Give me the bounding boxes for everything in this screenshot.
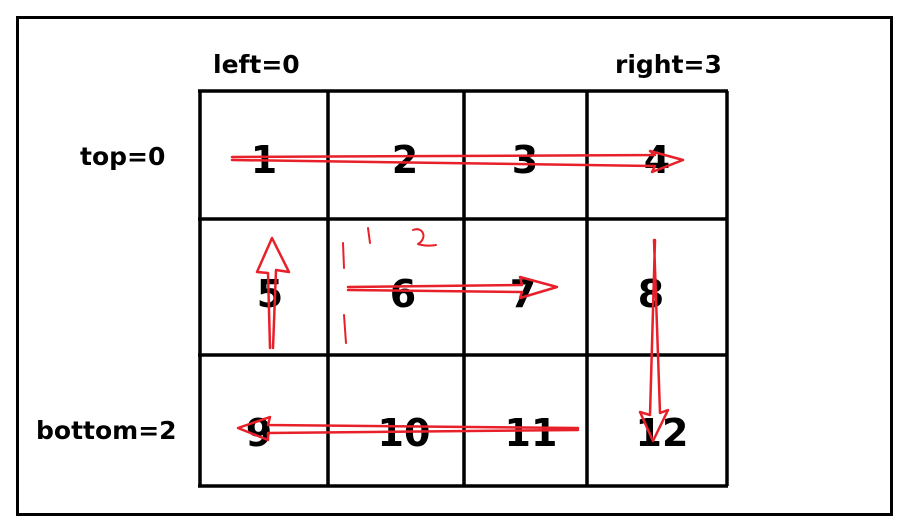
arrow-bottom-row-left [236, 415, 580, 442]
cell-8: 8 [638, 272, 664, 316]
right-bound-label: right=3 [615, 50, 722, 79]
cell-4: 4 [644, 138, 670, 182]
arrow-top-row-right [230, 149, 685, 174]
grid-lines [198, 89, 729, 488]
cell-12: 12 [636, 411, 689, 455]
cell-3: 3 [512, 138, 538, 182]
cell-11: 11 [505, 411, 558, 455]
diagram-frame [16, 16, 893, 516]
cell-2: 2 [392, 138, 418, 182]
handwritten-marks [342, 227, 437, 344]
cell-6: 6 [390, 272, 416, 316]
top-bound-label: top=0 [80, 142, 166, 171]
arrow-right-column-down [638, 238, 670, 443]
left-bound-label: left=0 [213, 50, 300, 79]
bottom-bound-label: bottom=2 [36, 416, 177, 445]
arrow-left-column-up [255, 236, 291, 350]
arrow-inner-row-right [346, 275, 559, 300]
